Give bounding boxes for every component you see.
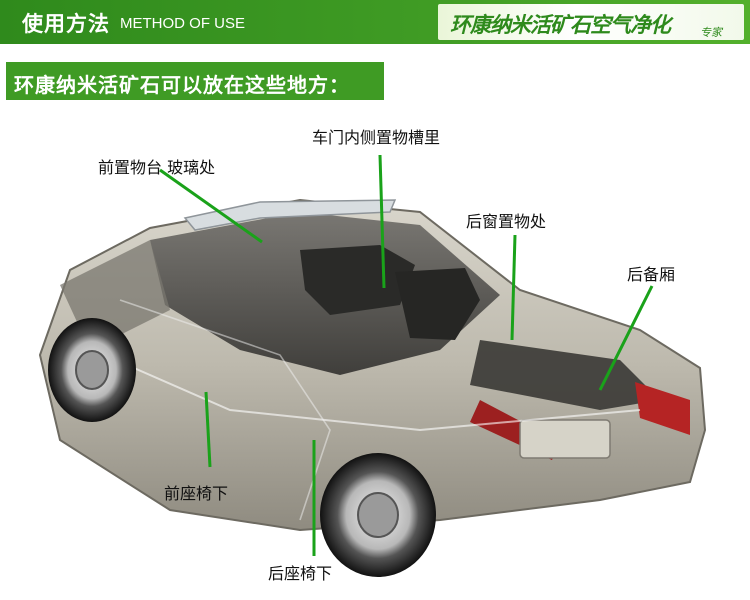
label-front-dashboard: 前置物台 玻璃处 — [98, 158, 216, 177]
section-title-bar — [6, 62, 384, 100]
rear-wheel — [320, 453, 436, 577]
car-illustration — [38, 154, 707, 577]
section-title: 环康纳米活矿石可以放在这些地方： — [14, 73, 350, 97]
label-front-seat-under: 前座椅下 — [164, 484, 229, 503]
brand-logo-text: 环康纳米活矿石空气净化 — [450, 13, 671, 37]
brand-banner — [438, 4, 744, 40]
header-title: 使用方法 — [22, 12, 110, 36]
label-trunk: 后备厢 — [627, 265, 676, 284]
label-rear-window-shelf: 后窗置物处 — [466, 212, 547, 231]
label-door-pocket: 车门内侧置物槽里 — [312, 128, 441, 147]
car-body — [38, 198, 707, 532]
front-wheel — [48, 318, 136, 422]
label-rear-seat-under: 后座椅下 — [268, 564, 333, 583]
brand-tag: 专家 — [700, 26, 722, 39]
header-subtitle: METHOD OF USE — [120, 15, 246, 32]
pointer-lines — [159, 154, 654, 556]
